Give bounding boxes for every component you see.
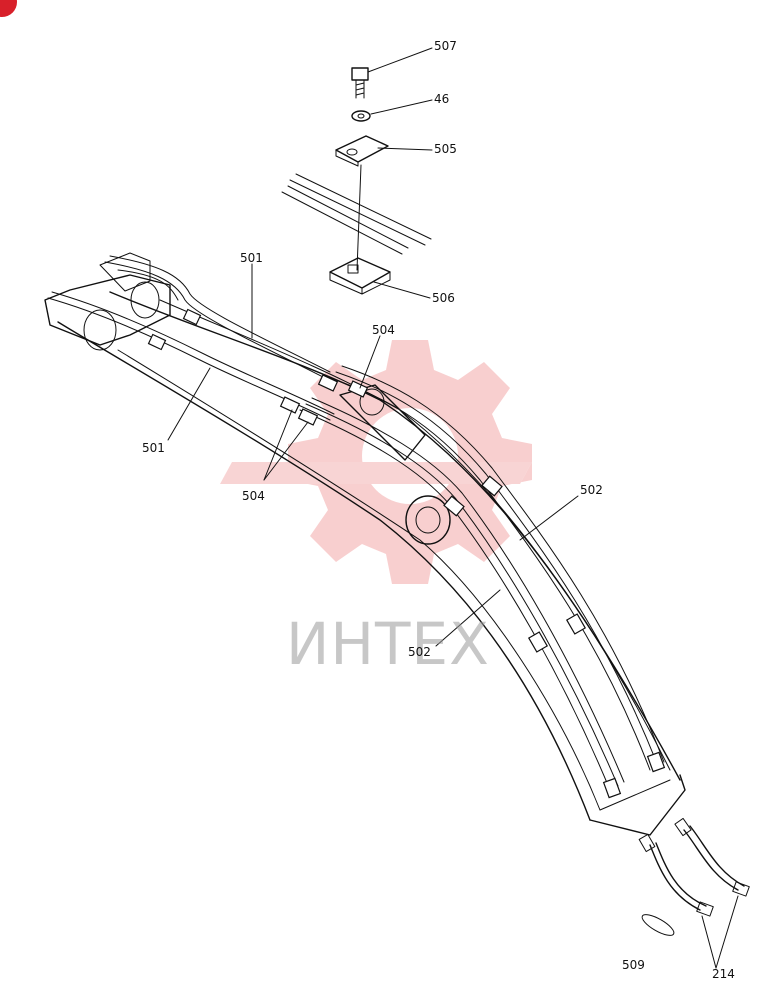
clamp-markers [147, 308, 666, 799]
callout-506: 506 [432, 291, 455, 305]
callout-509: 509 [622, 958, 645, 972]
callout-505: 505 [434, 142, 457, 156]
callout-501-lower: 501 [142, 441, 165, 455]
hydraulic-lines [47, 255, 665, 791]
callout-507: 507 [434, 39, 457, 53]
leader-lines [167, 47, 739, 969]
exploded-hardware [281, 67, 432, 295]
callout-214: 214 [712, 967, 735, 981]
callout-501-upper: 501 [240, 251, 263, 265]
loose-hoses [638, 817, 750, 936]
callout-504-lower: 504 [242, 489, 265, 503]
callout-46: 46 [434, 92, 449, 106]
watermark-gear-icon [220, 340, 532, 584]
boom-outline [44, 252, 686, 836]
watermark-text: ИНТЕХ [286, 610, 490, 678]
callout-labels: 507 46 505 506 501 501 504 504 502 502 5… [142, 39, 735, 981]
callout-502-lower: 502 [408, 645, 431, 659]
callout-502-upper: 502 [580, 483, 603, 497]
corner-badge [0, 0, 17, 17]
callout-504-upper: 504 [372, 323, 395, 337]
